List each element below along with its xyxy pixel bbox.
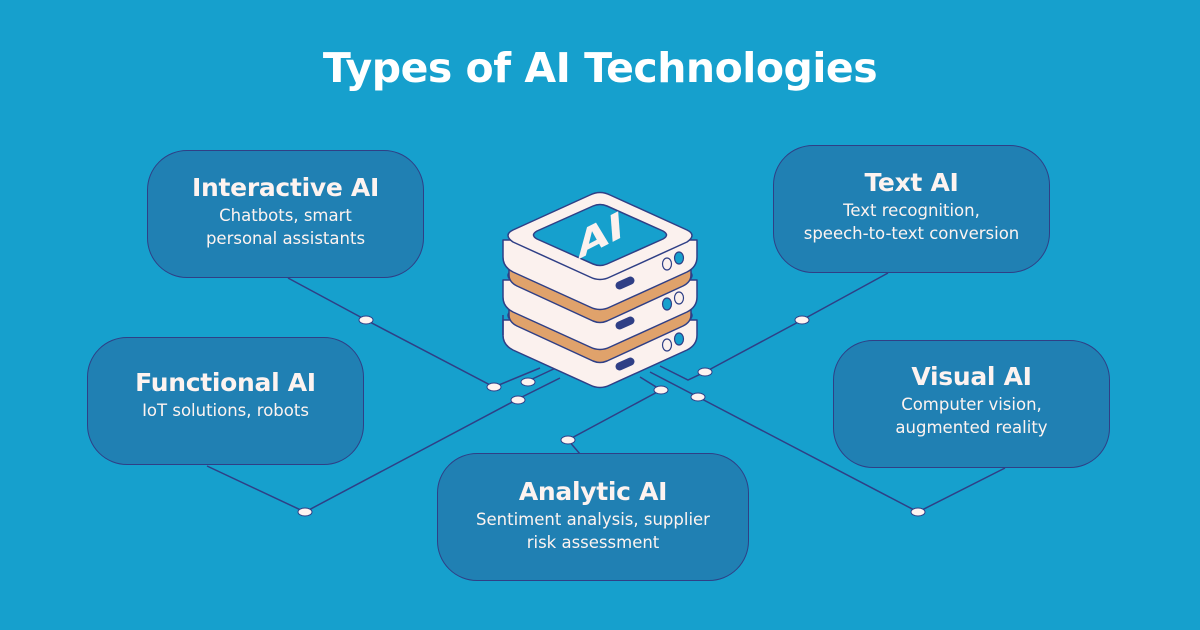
card-title: Analytic AI (518, 477, 668, 506)
card-interactive-ai: Interactive AI Chatbots, smart personal … (147, 150, 424, 278)
card-description: IoT solutions, robots (142, 400, 309, 420)
connector-node (520, 377, 536, 387)
card-description: Sentiment analysis, supplier risk assess… (476, 510, 710, 552)
connector-node (690, 392, 706, 402)
connector-node (486, 382, 502, 392)
card-functional-ai: Functional AI IoT solutions, robots (87, 337, 364, 465)
card-title: Visual AI (911, 362, 1032, 391)
ai-server-stack-icon: AI (502, 191, 698, 389)
connector-node (358, 315, 374, 325)
card-text-ai: Text AI Text recognition, speech-to-text… (773, 145, 1050, 273)
connector-node (794, 315, 810, 325)
connector-node (697, 367, 713, 377)
card-analytic-ai: Analytic AI Sentiment analysis, supplier… (437, 453, 749, 581)
card-visual-ai: Visual AI Computer vision, augmented rea… (833, 340, 1110, 468)
connector-node (910, 507, 926, 517)
card-description: Chatbots, smart personal assistants (205, 206, 366, 248)
connector-node (653, 385, 669, 395)
card-title: Functional AI (135, 367, 316, 397)
card-description: Computer vision, augmented reality (895, 395, 1048, 437)
card-title: Interactive AI (192, 173, 379, 202)
connector-node (510, 395, 526, 405)
page-title: Types of AI Technologies (322, 44, 878, 92)
connector-node (297, 507, 313, 517)
card-description: Text recognition, speech-to-text convers… (803, 201, 1020, 243)
card-title: Text AI (864, 168, 959, 197)
connector-node (560, 435, 576, 445)
